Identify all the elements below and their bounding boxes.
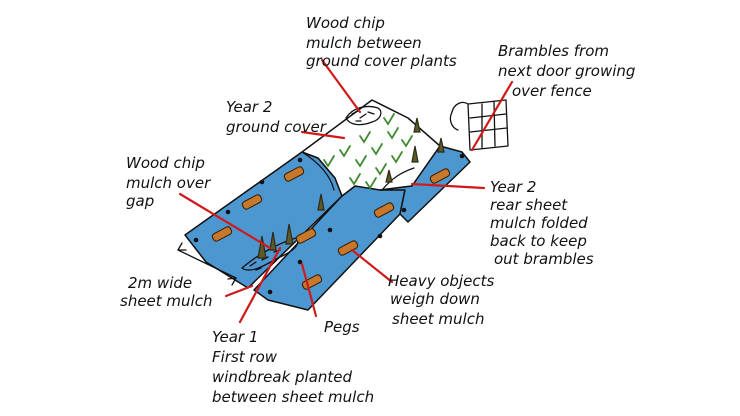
peg bbox=[226, 210, 231, 215]
label-year2-ground-cover: Year 2 ground cover bbox=[226, 98, 327, 136]
peg bbox=[328, 228, 333, 233]
label-wood-chip-top: Wood chip mulch between ground cover pla… bbox=[306, 14, 457, 70]
label-pegs: Pegs bbox=[324, 318, 360, 336]
pointer-brambles bbox=[472, 82, 512, 150]
peg bbox=[260, 180, 265, 185]
peg bbox=[298, 158, 303, 163]
label-width: 2m wide sheet mulch bbox=[120, 274, 212, 310]
peg bbox=[460, 154, 465, 159]
label-year1: Year 1 First row windbreak planted betwe… bbox=[212, 328, 374, 406]
pointer-heavy-objects bbox=[352, 250, 392, 282]
peg bbox=[378, 234, 383, 239]
fence bbox=[450, 100, 508, 150]
label-year2-rear: Year 2 rear sheet mulch folded back to k… bbox=[490, 178, 594, 268]
peg bbox=[402, 208, 407, 213]
pointer-width bbox=[226, 286, 252, 296]
label-heavy-objects: Heavy objects weigh down sheet mulch bbox=[388, 272, 499, 328]
label-brambles: Brambles from next door growing over fen… bbox=[498, 42, 640, 100]
peg bbox=[268, 290, 273, 295]
peg bbox=[194, 238, 199, 243]
label-wood-chip-gap: Wood chip mulch over gap bbox=[126, 154, 215, 210]
